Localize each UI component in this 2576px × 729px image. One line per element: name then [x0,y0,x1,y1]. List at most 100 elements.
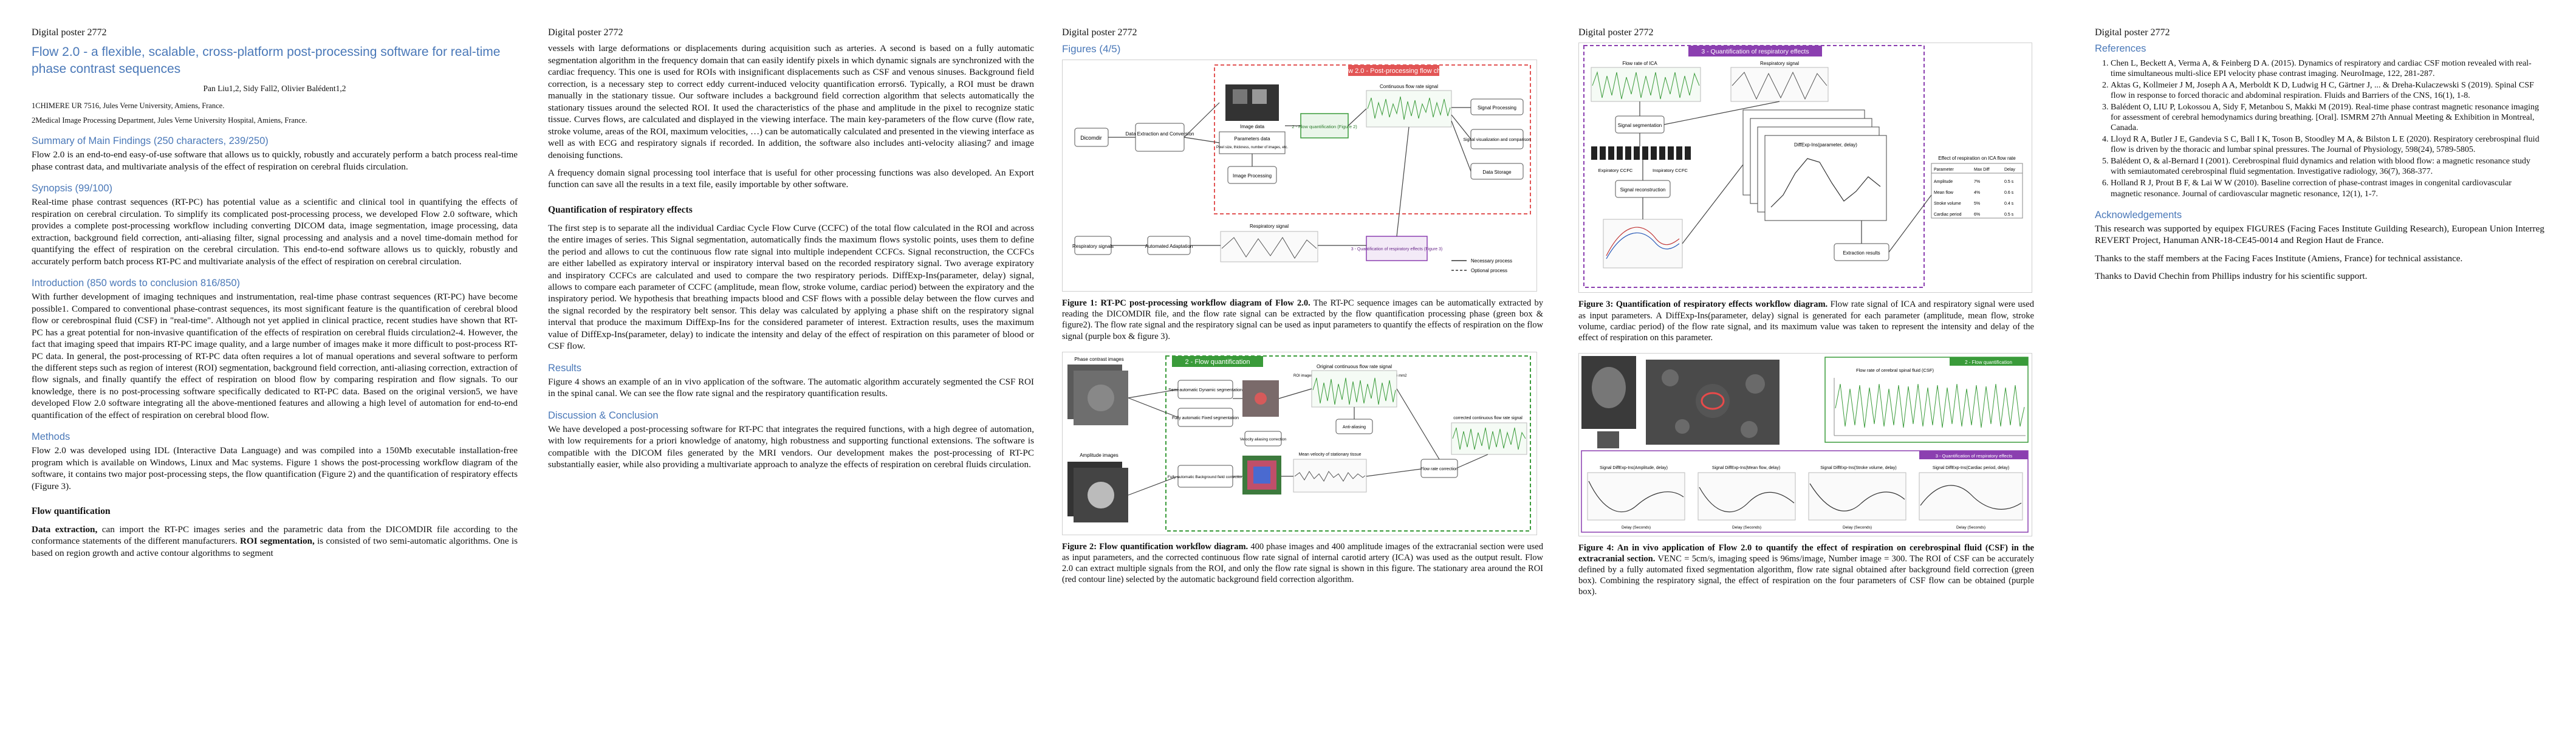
f3-expiratory: Expiratory CCFC [1598,168,1633,173]
f2-mean-velocity: Mean velocity of stationary tissue [1298,453,1361,457]
f1-data-storage: Data Storage [1482,169,1512,175]
f4-panel-4-xlabel: Delay (Seconds) [1956,525,1985,530]
f4-panel-3-title: Signal DiffExp-Ins(Stroke volume, delay) [1820,466,1897,470]
f1-extract: Data Extraction and Conversion [1126,131,1194,137]
f4-panel-1-xlabel: Delay (Seconds) [1622,525,1651,530]
f1-quant-resp: 3 - Quantification of respiratory effect… [1351,247,1442,252]
f3-respiratory-signal: Respiratory signal [1760,61,1799,66]
f2-bg-correction: Fully automatic Background field correct… [1168,475,1244,479]
f2-fully-auto: Fully automatic Fixed segmentation [1172,416,1239,420]
figure-2-text: 400 phase images and 400 amplitude image… [1062,541,1543,585]
column-3: Digital poster 2772 Figures (4/5) Flow 2… [1062,24,1543,595]
reference-item: Aktas G, Kollmeier J M, Joseph A A, Merb… [2111,80,2544,101]
figure-4-caption: Figure 4: An in vivo application of Flow… [1578,542,2034,598]
f3-extraction-results: Extraction results [1843,250,1880,256]
main-findings-heading: Summary of Main Findings (250 characters… [32,135,269,147]
f3-table-title: Effect of respiration on ICA flow rate [1938,156,2016,161]
f2-original-flow: Original continuous flow rate signal [1317,364,1392,369]
f4-panel-4: Signal DiffExp-Ins(Cardiac period, delay… [1919,466,2023,530]
f3-row1-param: Amplitude [1934,180,1953,184]
f1-image-processing: Image Processing [1233,173,1272,179]
figure-4-in-vivo: 2 - Flow quantification Flow rate of cer… [1578,352,2032,536]
f3-th-delay: Delay [2004,168,2015,172]
f1-signal-processing: Signal Processing [1478,105,1516,111]
export-text: A frequency domain signal processing too… [548,168,1034,190]
figure-1-label: Figure 1: RT-PC post-processing workflow… [1062,298,1310,309]
f4-panel-1: Signal DiffExp-Ins(Amplitude, delay) Del… [1587,466,1685,530]
figure-1-text: The RT-PC sequence images can be automat… [1062,298,1543,341]
reference-item: Lloyd R A, Butler J E, Gandevia S C, Bal… [2111,134,2544,155]
f3-inspiratory: Inspiratory CCFC [1653,168,1688,173]
reference-item: Chen L, Beckett A, Verma A, & Feinberg D… [2111,58,2544,79]
f1-flow-quant: 2 - Flow quantification (Figure 2) [1292,124,1357,129]
figure-2-caption: Figure 2: Flow quantification workflow d… [1062,541,1543,586]
f1-params: Parameters data [1234,136,1270,142]
f4-panel-3-xlabel: Delay (Seconds) [1843,525,1872,530]
respiratory-effects-text: The first step is to separate all the in… [548,222,1034,352]
f1-title: Flow 2.0 - Post-processing flow chart [1339,67,1448,75]
f1-params-sub: Pixel size, thickness, number of images,… [1216,146,1288,149]
figure-4-label: Figure 4: An in vivo application of Flow… [1578,542,2034,564]
figure-4-text: VENC = 5cm/s, imaging speed is 96ms/imag… [1578,554,2034,597]
flow-quantification-heading: Flow quantification [32,506,111,517]
column-2: Digital poster 2772 vessels with large d… [548,24,1034,477]
column-5: Digital poster 2772 References Chen L, B… [2095,24,2544,289]
reference-item: Balédent O, LIU P, Lokossou A, Sidy F, M… [2111,102,2544,133]
f3-row3-param: Stroke volume [1934,202,1961,206]
f3-row4-delay: 0.5 s [2004,213,2014,217]
f3-row1-delay: 0.5 s [2004,180,2014,184]
f3-title: 3 - Quantification of respiratory effect… [1701,48,1809,55]
respiratory-effects-heading: Quantification of respiratory effects [548,204,693,215]
f3-row1-max: 7% [1974,180,1980,184]
f3-th-param: Parameter [1934,168,1954,172]
f3-row3-delay: 0.4 s [2004,202,2014,206]
main-findings-text: Flow 2.0 is an end-to-end easy-of-use so… [32,149,518,172]
poster-number-4: Digital poster 2772 [1578,27,1654,38]
f3-signal-segmentation: Signal segmentation [1618,123,1662,128]
roi-segmentation-text: is consisted of two semi-automatic algor… [32,536,518,558]
acknowledgement-1: This research was supported by equipex F… [2095,223,2544,246]
f3-row4-param: Cardiac period [1934,213,1962,217]
poster-number-3: Digital poster 2772 [1062,27,1137,38]
poster-number-5: Digital poster 2772 [2095,27,2170,38]
results-heading: Results [548,362,582,374]
f4-panel-2: Signal DiffExp-Ins(Mean flow, delay) Del… [1697,466,1796,530]
column-4: Digital poster 2772 3 - Quantification o… [1578,24,2034,608]
figure-3-caption: Figure 3: Quantification of respiratory … [1578,299,2034,343]
f1-legend-necessary: Necessary process [1471,258,1512,264]
reference-item: Balédent O, & al-Bernard I (2001). Cereb… [2111,156,2544,177]
figure-2-label: Figure 2: Flow quantification workflow d… [1062,541,1249,552]
f3-row2-max: 4% [1974,191,1980,195]
f3-diff-signal: DiffExp-Ins(parameter, delay) [1794,142,1857,148]
f4-panel-1-title: Signal DiffExp-Ins(Amplitude, delay) [1600,466,1668,470]
f1-dicomdir: Dicomdir [1080,135,1102,141]
f4-panel-2-title: Signal DiffExp-Ins(Mean flow, delay) [1712,466,1780,470]
f2-flow-rate-correction: Flow rate correction [1420,467,1458,471]
f3-signal-reconstruction: Signal reconstruction [1620,187,1666,193]
f3-th-max: Max Diff [1974,168,1990,172]
f3-row3-max: 5% [1974,202,1980,206]
methods-text: Flow 2.0 was developed using IDL (Intera… [32,445,518,491]
discussion-text: We have developed a post-processing soft… [548,423,1034,470]
synopsis-text: Real-time phase contrast sequences (RT-P… [32,197,518,267]
figure-3-label: Figure 3: Quantification of respiratory … [1578,299,1828,310]
methods-heading: Methods [32,431,70,443]
figure-1-caption: Figure 1: RT-PC post-processing workflow… [1062,298,1543,342]
introduction-heading: Introduction (850 words to conclusion 81… [32,278,241,289]
f1-legend-optional: Optional process [1471,268,1507,273]
f1-continuous-flow: Continuous flow rate signal [1380,84,1438,89]
f4-purple-title: 3 - Quantification of respiratory effect… [1936,453,2013,459]
f2-phase-images: Phase contrast images [1074,357,1123,362]
f1-respiratory-signals: Respiratory signals [1072,244,1114,249]
roi-segmentation-lead: ROI segmentation, [239,536,315,547]
f2-anti-aliasing: Anti-aliasing [1343,425,1366,430]
f3-row4-max: 6% [1974,213,1980,217]
figure-3-text: Flow rate signal of ICA and respiratory … [1578,299,2034,343]
f1-respiratory-signal-label: Respiratory signal [1250,224,1289,229]
figures-heading: Figures (4/5) [1062,43,1121,55]
synopsis-heading: Synopsis (99/100) [32,183,112,194]
references-list: Chen L, Beckett A, Verma A, & Feinberg D… [2095,58,2544,199]
f4-green-title: 2 - Flow quantification [1965,360,2012,365]
f4-panel-4-title: Signal DiffExp-Ins(Cardiac period, delay… [1933,466,2009,470]
acknowledgement-2: Thanks to the staff members at the Facin… [2095,253,2463,264]
